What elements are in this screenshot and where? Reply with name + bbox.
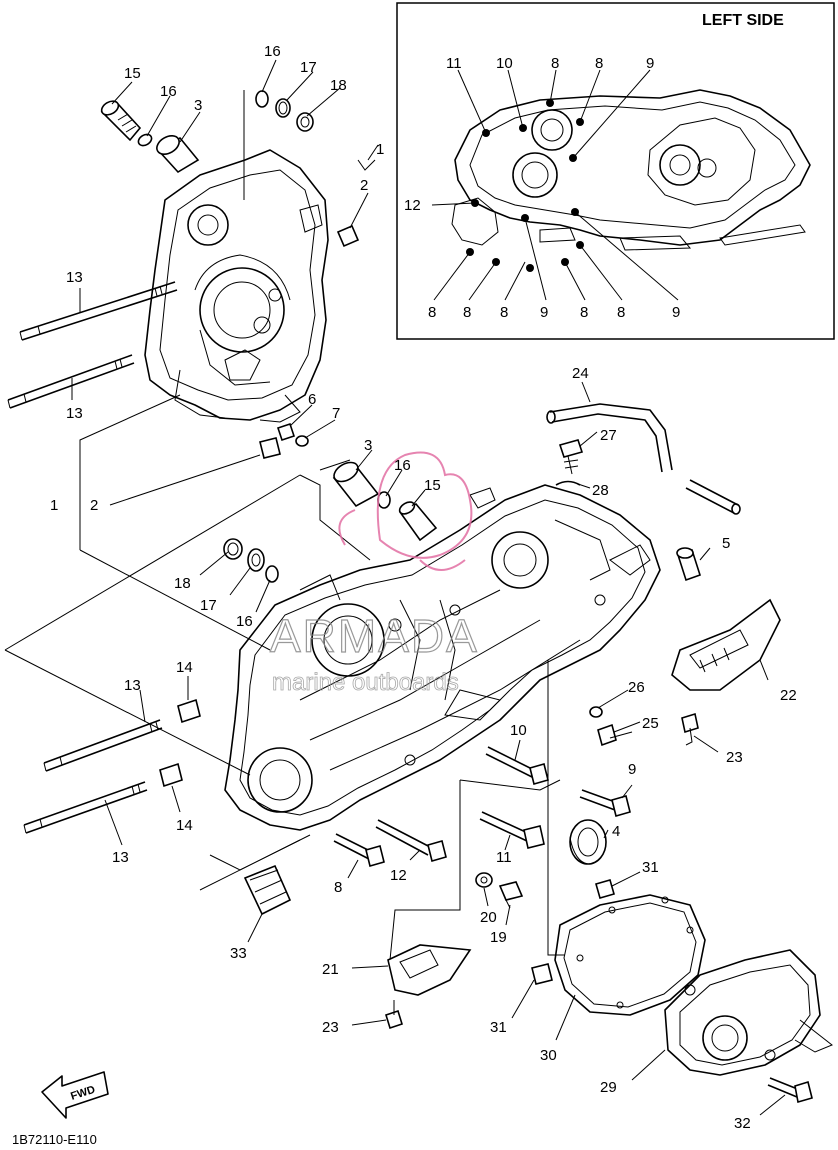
callout-2-top: 2	[360, 177, 368, 194]
callout-30: 30	[540, 1047, 557, 1064]
callout-17-mid: 17	[200, 597, 217, 614]
callout-11: 11	[496, 849, 512, 866]
callout-7: 7	[332, 405, 340, 422]
callout-13-lower-b: 13	[112, 849, 129, 866]
callout-13-upper-a: 13	[66, 269, 83, 286]
callout-14-upper: 14	[176, 659, 193, 676]
right-crankcase-half	[224, 484, 661, 831]
callout-12: 12	[390, 867, 407, 884]
callout-15-top: 15	[124, 65, 141, 82]
callout-9: 9	[628, 761, 636, 778]
callout-26: 26	[628, 679, 645, 696]
callout-21: 21	[322, 961, 339, 978]
callout-29: 29	[600, 1079, 617, 1096]
callout-20: 20	[480, 909, 497, 926]
callout-6: 6	[308, 391, 316, 408]
callout-32: 32	[734, 1115, 751, 1132]
callout-13-lower-a: 13	[124, 677, 141, 694]
callout-28: 28	[592, 482, 609, 499]
inset-label-9c: 9	[672, 304, 680, 321]
bottom-parts	[243, 864, 833, 1116]
breather-hose-parts	[546, 381, 741, 582]
left-crankcase-half	[144, 149, 329, 423]
callout-labels: 15 16 3 16 17 18 1 2 13 13 6 7 1 2 3 16 …	[50, 43, 797, 1132]
assembly-lines	[4, 394, 565, 961]
middle-parts	[199, 449, 438, 613]
inset-title: LEFT SIDE	[702, 12, 784, 29]
lower-left-parts	[23, 676, 201, 846]
inset-label-8c: 8	[428, 304, 436, 321]
callout-24: 24	[572, 365, 589, 382]
inset-label-8e: 8	[500, 304, 508, 321]
studs-upper	[7, 281, 178, 409]
callout-10: 10	[510, 722, 527, 739]
inset-crankcase-outline	[454, 89, 811, 246]
left-top-parts	[100, 59, 379, 248]
diagram-code: 1B72110-E110	[12, 1132, 97, 1147]
callout-14-lower: 14	[176, 817, 193, 834]
right-side-fasteners	[333, 598, 781, 926]
callout-16-mid: 16	[394, 457, 411, 474]
left-side-inset: LEFT SIDE	[396, 2, 835, 340]
fwd-label: FWD	[69, 1084, 97, 1103]
inset-label-11: 11	[446, 55, 462, 72]
watermark-subtitle: marine outboards	[272, 669, 459, 696]
callout-2-mid: 2	[90, 497, 98, 514]
callout-33: 33	[230, 945, 247, 962]
callout-1-top: 1	[376, 141, 384, 158]
callout-19: 19	[490, 929, 507, 946]
inset-label-12: 12	[404, 197, 421, 214]
inset-label-9b: 9	[540, 304, 548, 321]
callout-1-mid: 1	[50, 497, 58, 514]
inset-label-9a: 9	[646, 55, 654, 72]
callout-22: 22	[780, 687, 797, 704]
callout-16-lower: 16	[236, 613, 253, 630]
callout-3-mid: 3	[364, 437, 372, 454]
callout-16-top: 16	[160, 83, 177, 100]
callout-4: 4	[612, 823, 620, 840]
inset-label-8f: 8	[580, 304, 588, 321]
callout-23-bottom: 23	[322, 1019, 339, 1036]
callout-16-top-right: 16	[264, 43, 281, 60]
watermark-brand: ARMADA	[270, 610, 479, 662]
left-lower-parts	[259, 404, 336, 459]
callout-23-right: 23	[726, 749, 743, 766]
callout-8: 8	[334, 879, 342, 896]
callout-15-mid: 15	[424, 477, 441, 494]
callout-25: 25	[642, 715, 659, 732]
callout-31-lower: 31	[490, 1019, 507, 1036]
callout-18-mid: 18	[174, 575, 191, 592]
callout-3-top: 3	[194, 97, 202, 114]
callout-31-upper: 31	[642, 859, 659, 876]
inset-label-8b: 8	[595, 55, 603, 72]
callout-18-top: 18	[330, 77, 347, 94]
callout-5: 5	[722, 535, 730, 552]
watermark-logo: ARMADA marine outboards	[269, 451, 479, 696]
inset-label-10: 10	[496, 55, 513, 72]
callout-27: 27	[600, 427, 617, 444]
fwd-arrow: FWD	[41, 1071, 109, 1119]
inset-label-8g: 8	[617, 304, 625, 321]
inset-label-8a: 8	[551, 55, 559, 72]
callout-17-top: 17	[300, 59, 317, 76]
inset-label-8d: 8	[463, 304, 471, 321]
callout-13-upper-b: 13	[66, 405, 83, 422]
